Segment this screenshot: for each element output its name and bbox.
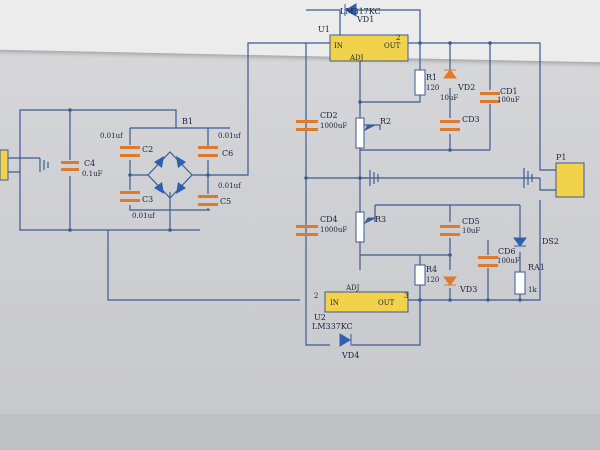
input-connector [0,149,9,181]
cd2-label: CD2 [320,111,338,120]
u2-pin3-label: 3 [404,292,408,300]
r2-label: R2 [380,117,391,126]
ground-symbols [39,158,533,188]
capacitors [61,92,500,267]
cd2-value: 1000uF [320,122,347,130]
ds2-label: DS2 [542,237,559,246]
c2-label: C2 [142,145,153,154]
u1-pin2-label: 2 [396,34,400,42]
cd4-value: 1000uF [320,226,347,234]
ra1-value: 1k [528,286,537,294]
c3-value: 0.01uf [132,212,156,220]
connector-p1 [555,162,585,198]
diodes [339,3,527,347]
u2-in-label: IN [330,299,339,307]
cd5-value: 10uF [462,227,480,235]
u2-label: U2 [314,313,326,322]
u1-adj-label: ADJ [349,54,364,62]
u2-out-label: OUT [378,299,395,307]
cd3-label: CD3 [462,115,480,124]
junction-dots [68,41,522,302]
b1-label: B1 [182,117,193,126]
c5-value: 0.01uf [218,182,242,190]
c4-label: C4 [84,159,95,168]
u2-regulator-body [324,291,409,313]
c4-value: 0.1uF [82,170,103,178]
u2-pin2-label: 2 [314,292,318,300]
r1-label: R1 [426,73,437,82]
c6-value: 0.01uf [218,132,242,140]
vd2-label: VD2 [457,83,475,92]
vd3-label: VD3 [459,285,477,294]
r4-label: R4 [426,265,437,274]
bridge-rectifier [147,151,193,199]
cd6-value: 100uF [497,257,520,265]
ra1-label: RA1 [528,263,545,272]
p1-label: P1 [556,153,566,162]
cd1-label: CD1 [500,87,518,96]
u1-part-label: LM317KC [340,7,381,16]
wires [0,9,556,346]
u1-in-label: IN [334,42,343,50]
r3-label: R3 [375,215,386,224]
u1-label: U1 [318,25,330,34]
c5-label: C5 [220,197,231,206]
u2-adj-label: ADJ [345,284,360,292]
potentiometer-wipers [363,124,376,225]
r1-value: 120 [426,84,439,92]
cd4-label: CD4 [320,215,338,224]
cd6-label: CD6 [498,247,516,256]
u2-part-label: LM337KC [312,322,353,331]
u1-regulator-body [329,34,409,62]
resistors [355,69,526,295]
c6-label: C6 [222,149,233,158]
r4-value: 120 [426,276,439,284]
cap-10uf-upper-value: 10uF [440,94,458,102]
c3-label: C3 [142,195,153,204]
paper-bottom-edge [0,414,600,450]
vd1-label: VD1 [356,15,374,24]
cd1-value: 100uF [497,96,520,104]
u1-out-label: OUT [384,42,401,50]
vd4-label: VD4 [341,351,359,360]
cd5-label: CD5 [462,217,480,226]
c2-value: 0.01uf [100,132,124,140]
